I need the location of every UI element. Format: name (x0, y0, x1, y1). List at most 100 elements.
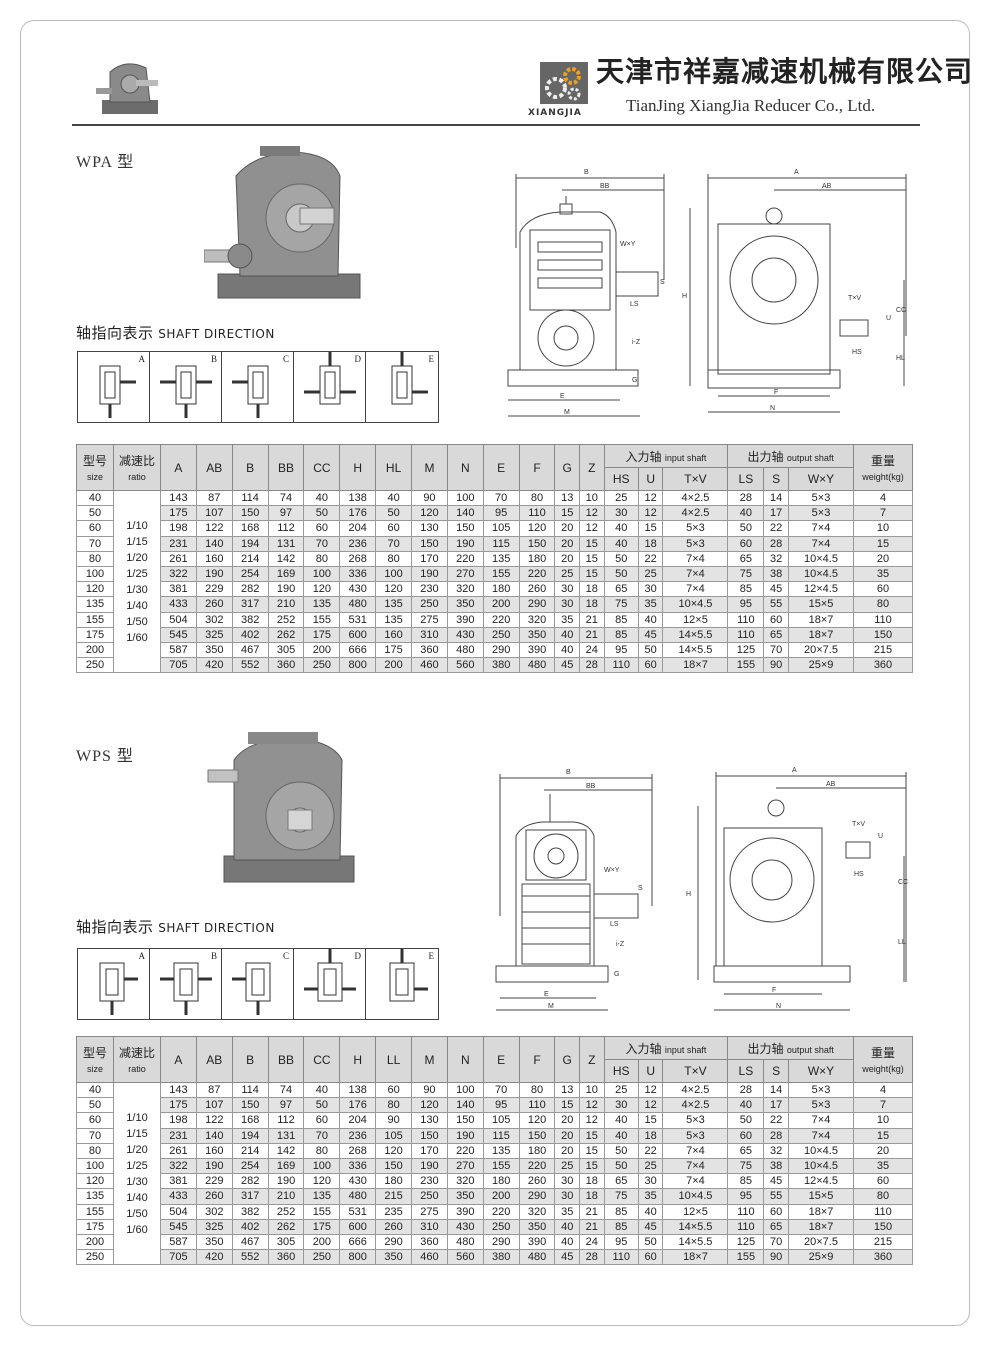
table-cell: 45 (554, 1249, 580, 1266)
table-cell: 80 (518, 1081, 556, 1099)
table-cell: 200 (482, 596, 520, 613)
table-cell: 22 (637, 1142, 664, 1159)
table-cell: 336 (339, 565, 377, 583)
table-cell: 155 (482, 1157, 520, 1175)
table-cell: 107 (195, 1097, 233, 1114)
svg-text:U: U (878, 833, 883, 840)
table-cell: 12 (579, 520, 605, 537)
col-n: N (446, 1036, 484, 1083)
table-cell: 150 (853, 626, 913, 643)
table-cell: 120 (375, 581, 413, 598)
table-cell: 402 (231, 626, 269, 643)
table-cell: 40 (637, 1203, 664, 1220)
table-cell: 160 (195, 1142, 233, 1159)
table-cell: 50 (375, 505, 413, 522)
wpa-shaft-title-en: SHAFT DIRECTION (158, 327, 275, 341)
table-cell: 150 (375, 1157, 413, 1175)
table-cell: 250 (303, 1249, 341, 1266)
wps-shaft-diagram-b: B (150, 949, 222, 1019)
table-cell: 85 (727, 581, 765, 598)
table-cell: 430 (339, 581, 377, 598)
table-cell: 275 (411, 611, 448, 628)
col-ab: AB (195, 1036, 233, 1083)
table-cell: 17 (763, 505, 789, 522)
table-cell: 7×4 (662, 1142, 729, 1159)
table-cell: 7×4 (788, 535, 854, 552)
col-ls: LS (727, 467, 765, 491)
ratio-value: 1/40 (126, 599, 148, 612)
table-cell: 150 (518, 1127, 556, 1144)
table-cell: 150 (446, 1112, 484, 1129)
table-cell: 504 (160, 611, 197, 628)
table-cell: 10×4.5 (662, 596, 729, 613)
table-cell: 112 (267, 1112, 305, 1129)
table-cell: 350 (375, 1249, 413, 1266)
table-cell: 204 (339, 520, 377, 537)
svg-text:LS: LS (630, 301, 639, 308)
table-cell: 430 (446, 1218, 484, 1235)
col-s: S (763, 1059, 789, 1083)
table-cell: 28 (579, 1249, 605, 1266)
table-cell: 110 (727, 1218, 765, 1235)
table-cell: 7×4 (788, 1127, 854, 1144)
table-cell: 74 (267, 1081, 305, 1099)
table-cell: 110 (853, 1203, 913, 1220)
table-cell: 60 (637, 1249, 664, 1266)
col-a: A (160, 444, 197, 491)
table-cell: 120 (518, 1112, 556, 1129)
table-cell: 198 (160, 1112, 197, 1129)
table-cell: 230 (411, 1173, 448, 1190)
col-g: G (554, 444, 580, 491)
table-cell: 170 (411, 550, 448, 567)
col-hs: HS (603, 467, 639, 491)
svg-text:AB: AB (826, 781, 836, 788)
table-cell: 430 (446, 626, 484, 643)
svg-text:H: H (686, 891, 691, 898)
table-cell: 130 (411, 1112, 448, 1129)
wps-shaft-direction-diagrams: A B C D E (77, 948, 439, 1020)
table-cell: 12 (637, 489, 664, 507)
table-cell: 120 (411, 1097, 448, 1114)
table-cell: 87 (195, 489, 233, 507)
table-cell: 12×4.5 (788, 581, 854, 598)
page-frame (20, 20, 970, 1326)
table-cell: 135 (375, 611, 413, 628)
table-cell: 4×2.5 (662, 505, 729, 522)
table-cell: 80 (518, 489, 556, 507)
ratio-value: 1/50 (126, 1207, 148, 1220)
table-cell: 30 (554, 1173, 580, 1190)
ratio-value: 1/60 (126, 1223, 148, 1236)
table-cell: 22 (763, 520, 789, 537)
svg-text:S: S (638, 885, 643, 892)
table-cell: 310 (411, 1218, 448, 1235)
table-cell: 70 (763, 1233, 789, 1251)
col-e: E (482, 1036, 520, 1083)
table-cell: 210 (267, 596, 305, 613)
svg-text:N: N (770, 405, 775, 412)
table-cell: 231 (160, 1127, 197, 1144)
table-cell: 310 (411, 626, 448, 643)
table-cell: 74 (267, 489, 305, 507)
table-cell: 20 (554, 1142, 580, 1159)
table-cell: 480 (446, 641, 484, 659)
svg-text:CC: CC (898, 879, 908, 886)
table-cell: 531 (339, 611, 377, 628)
svg-text:HS: HS (854, 871, 864, 878)
table-cell: 130 (411, 520, 448, 537)
wpa-product-photo (204, 146, 361, 299)
col-z: Z (579, 444, 605, 491)
table-cell: 460 (411, 1249, 448, 1266)
table-cell: 30 (637, 1173, 664, 1190)
table-cell: 14×5.5 (662, 641, 729, 659)
table-cell: 135 (303, 1188, 341, 1205)
table-cell: 290 (518, 596, 556, 613)
